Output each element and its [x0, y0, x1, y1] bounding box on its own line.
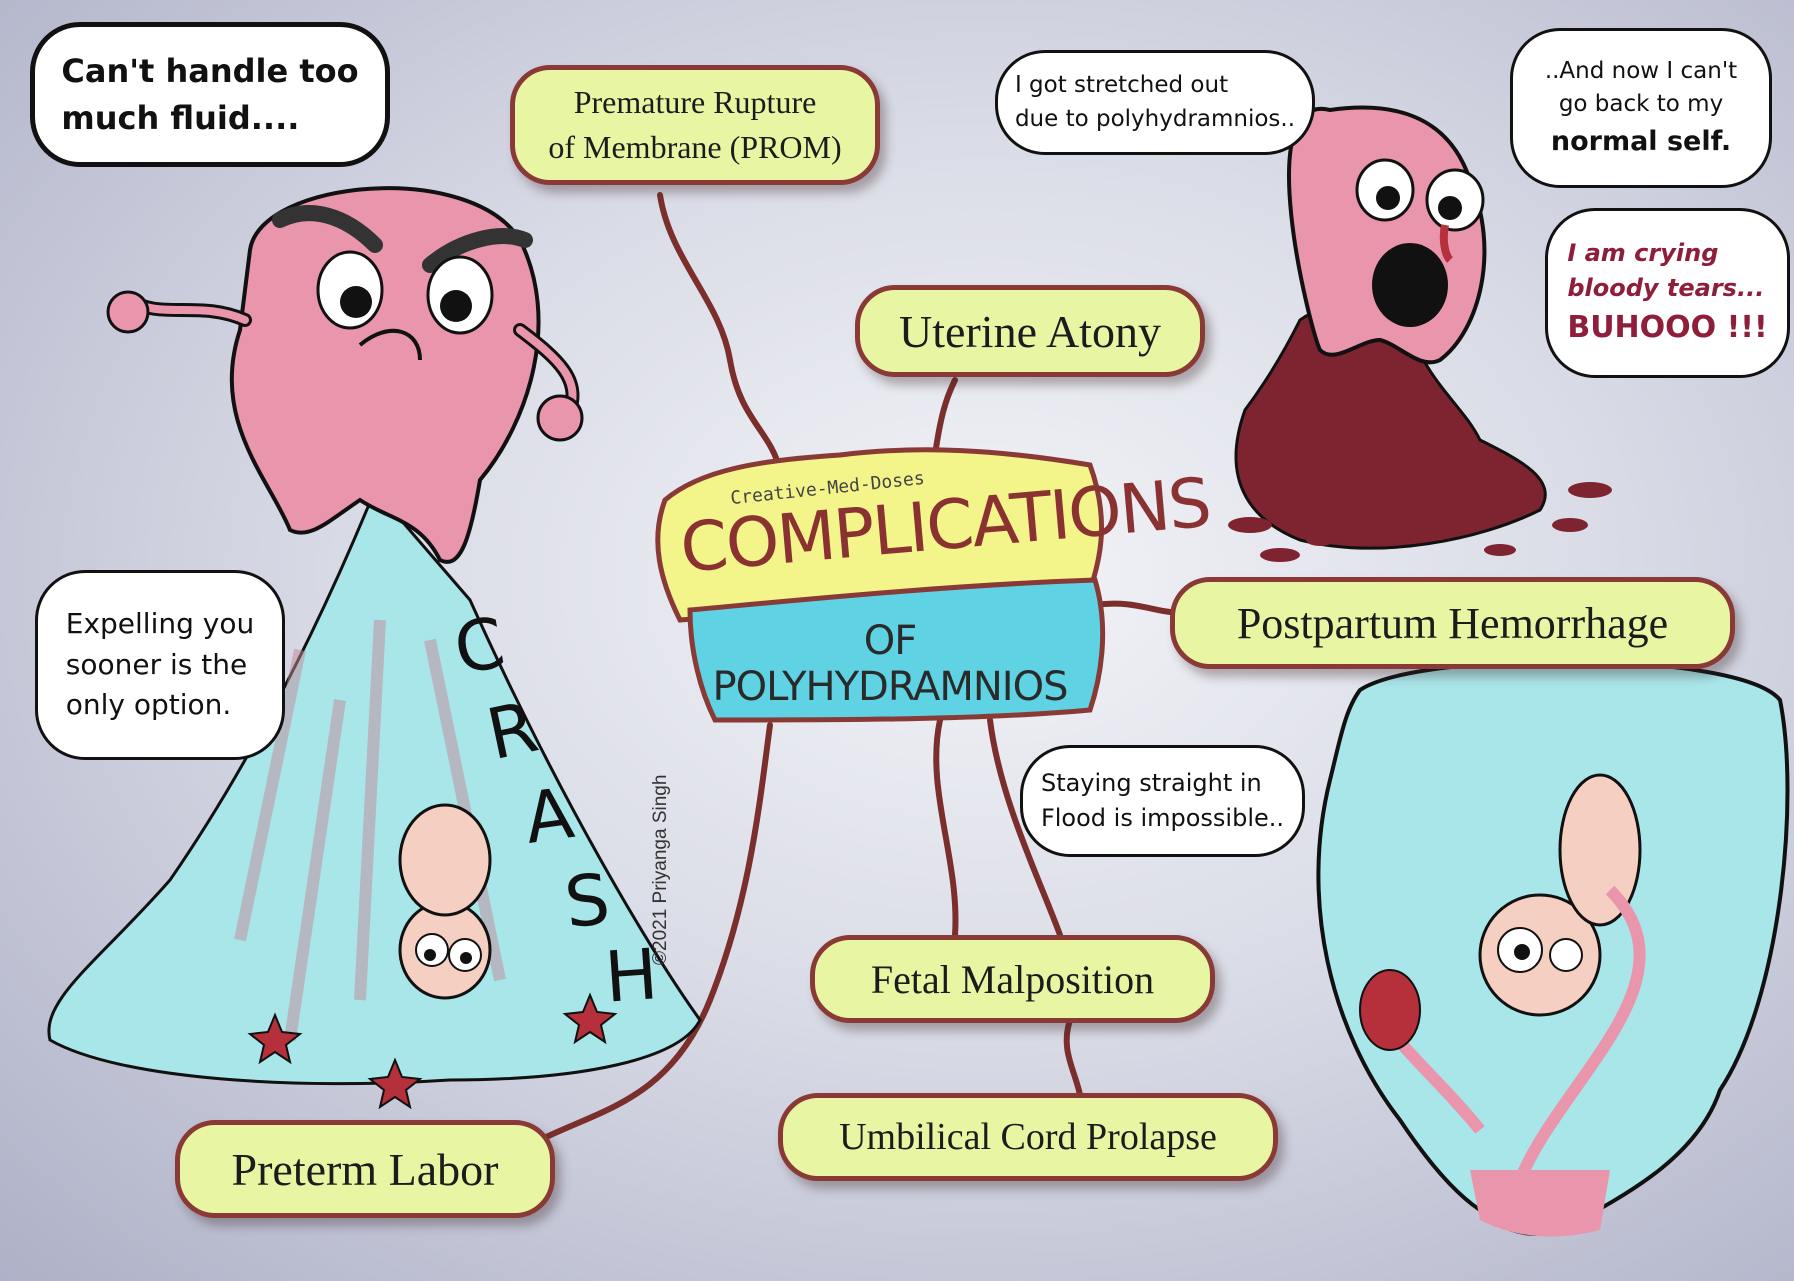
bubble-expel-line3: only option. [66, 685, 254, 726]
falling-baby [400, 805, 490, 998]
node-fetal-malposition: Fetal Malposition [810, 935, 1215, 1023]
bubble-crying-line3: BUHOOO !!! [1567, 306, 1767, 350]
connector-cord [1067, 1020, 1080, 1095]
connector-uterine-atony [935, 380, 955, 455]
crash-letter-s: S [561, 858, 614, 944]
bubble-stretched-line2: due to polyhydramnios.. [1015, 103, 1295, 136]
bubble-flood-line2: Flood is impossible.. [1041, 801, 1284, 836]
bubble-normal-line2: go back to my [1545, 88, 1737, 121]
bubble-crying-line1: I am crying [1567, 236, 1767, 271]
connector-postpartum [1095, 604, 1170, 612]
uterus-with-fetus [1318, 661, 1787, 1236]
bubble-too-much-fluid: Can't handle too much fluid.... [30, 22, 390, 167]
bubble-crying-line2: bloody tears... [1567, 271, 1767, 306]
node-uterine-atony: Uterine Atony [855, 285, 1205, 377]
node-postpartum-hemorrhage: Postpartum Hemorrhage [1170, 577, 1735, 669]
bubble-expelling: Expelling you sooner is the only option. [35, 570, 285, 760]
node-prom-line1: Premature Rupture [574, 80, 817, 125]
bubble-fluid-line2: much fluid.... [61, 95, 358, 141]
center-subtitle: OF POLYHYDRAMNIOS [700, 618, 1080, 710]
bubble-expel-line2: sooner is the [66, 645, 254, 686]
bubble-flood-line1: Staying straight in [1041, 766, 1284, 801]
bubble-stretched-line1: I got stretched out [1015, 69, 1295, 102]
bubble-stretched: I got stretched out due to polyhydramnio… [995, 50, 1315, 155]
bubble-normal-line1: ..And now I can't [1545, 55, 1737, 88]
crying-uterus-character [1236, 108, 1545, 549]
bubble-normal-line3: normal self. [1545, 122, 1737, 161]
bubble-flood: Staying straight in Flood is impossible.… [1020, 745, 1305, 857]
copyright-text: ©2021 Priyanga Singh [650, 775, 672, 965]
connector-fetal-1 [936, 720, 955, 935]
bubble-fluid-line1: Can't handle too [61, 48, 358, 94]
node-prom-line2: of Membrane (PROM) [548, 125, 841, 170]
bubble-expel-line1: Expelling you [66, 604, 254, 645]
node-preterm-labor: Preterm Labor [175, 1120, 555, 1218]
connector-prom [660, 195, 780, 470]
bubble-normal-self: ..And now I can't go back to my normal s… [1510, 28, 1772, 188]
node-prom: Premature Rupture of Membrane (PROM) [510, 65, 880, 185]
bubble-crying: I am crying bloody tears... BUHOOO !!! [1545, 208, 1790, 378]
node-cord-prolapse: Umbilical Cord Prolapse [778, 1093, 1278, 1181]
